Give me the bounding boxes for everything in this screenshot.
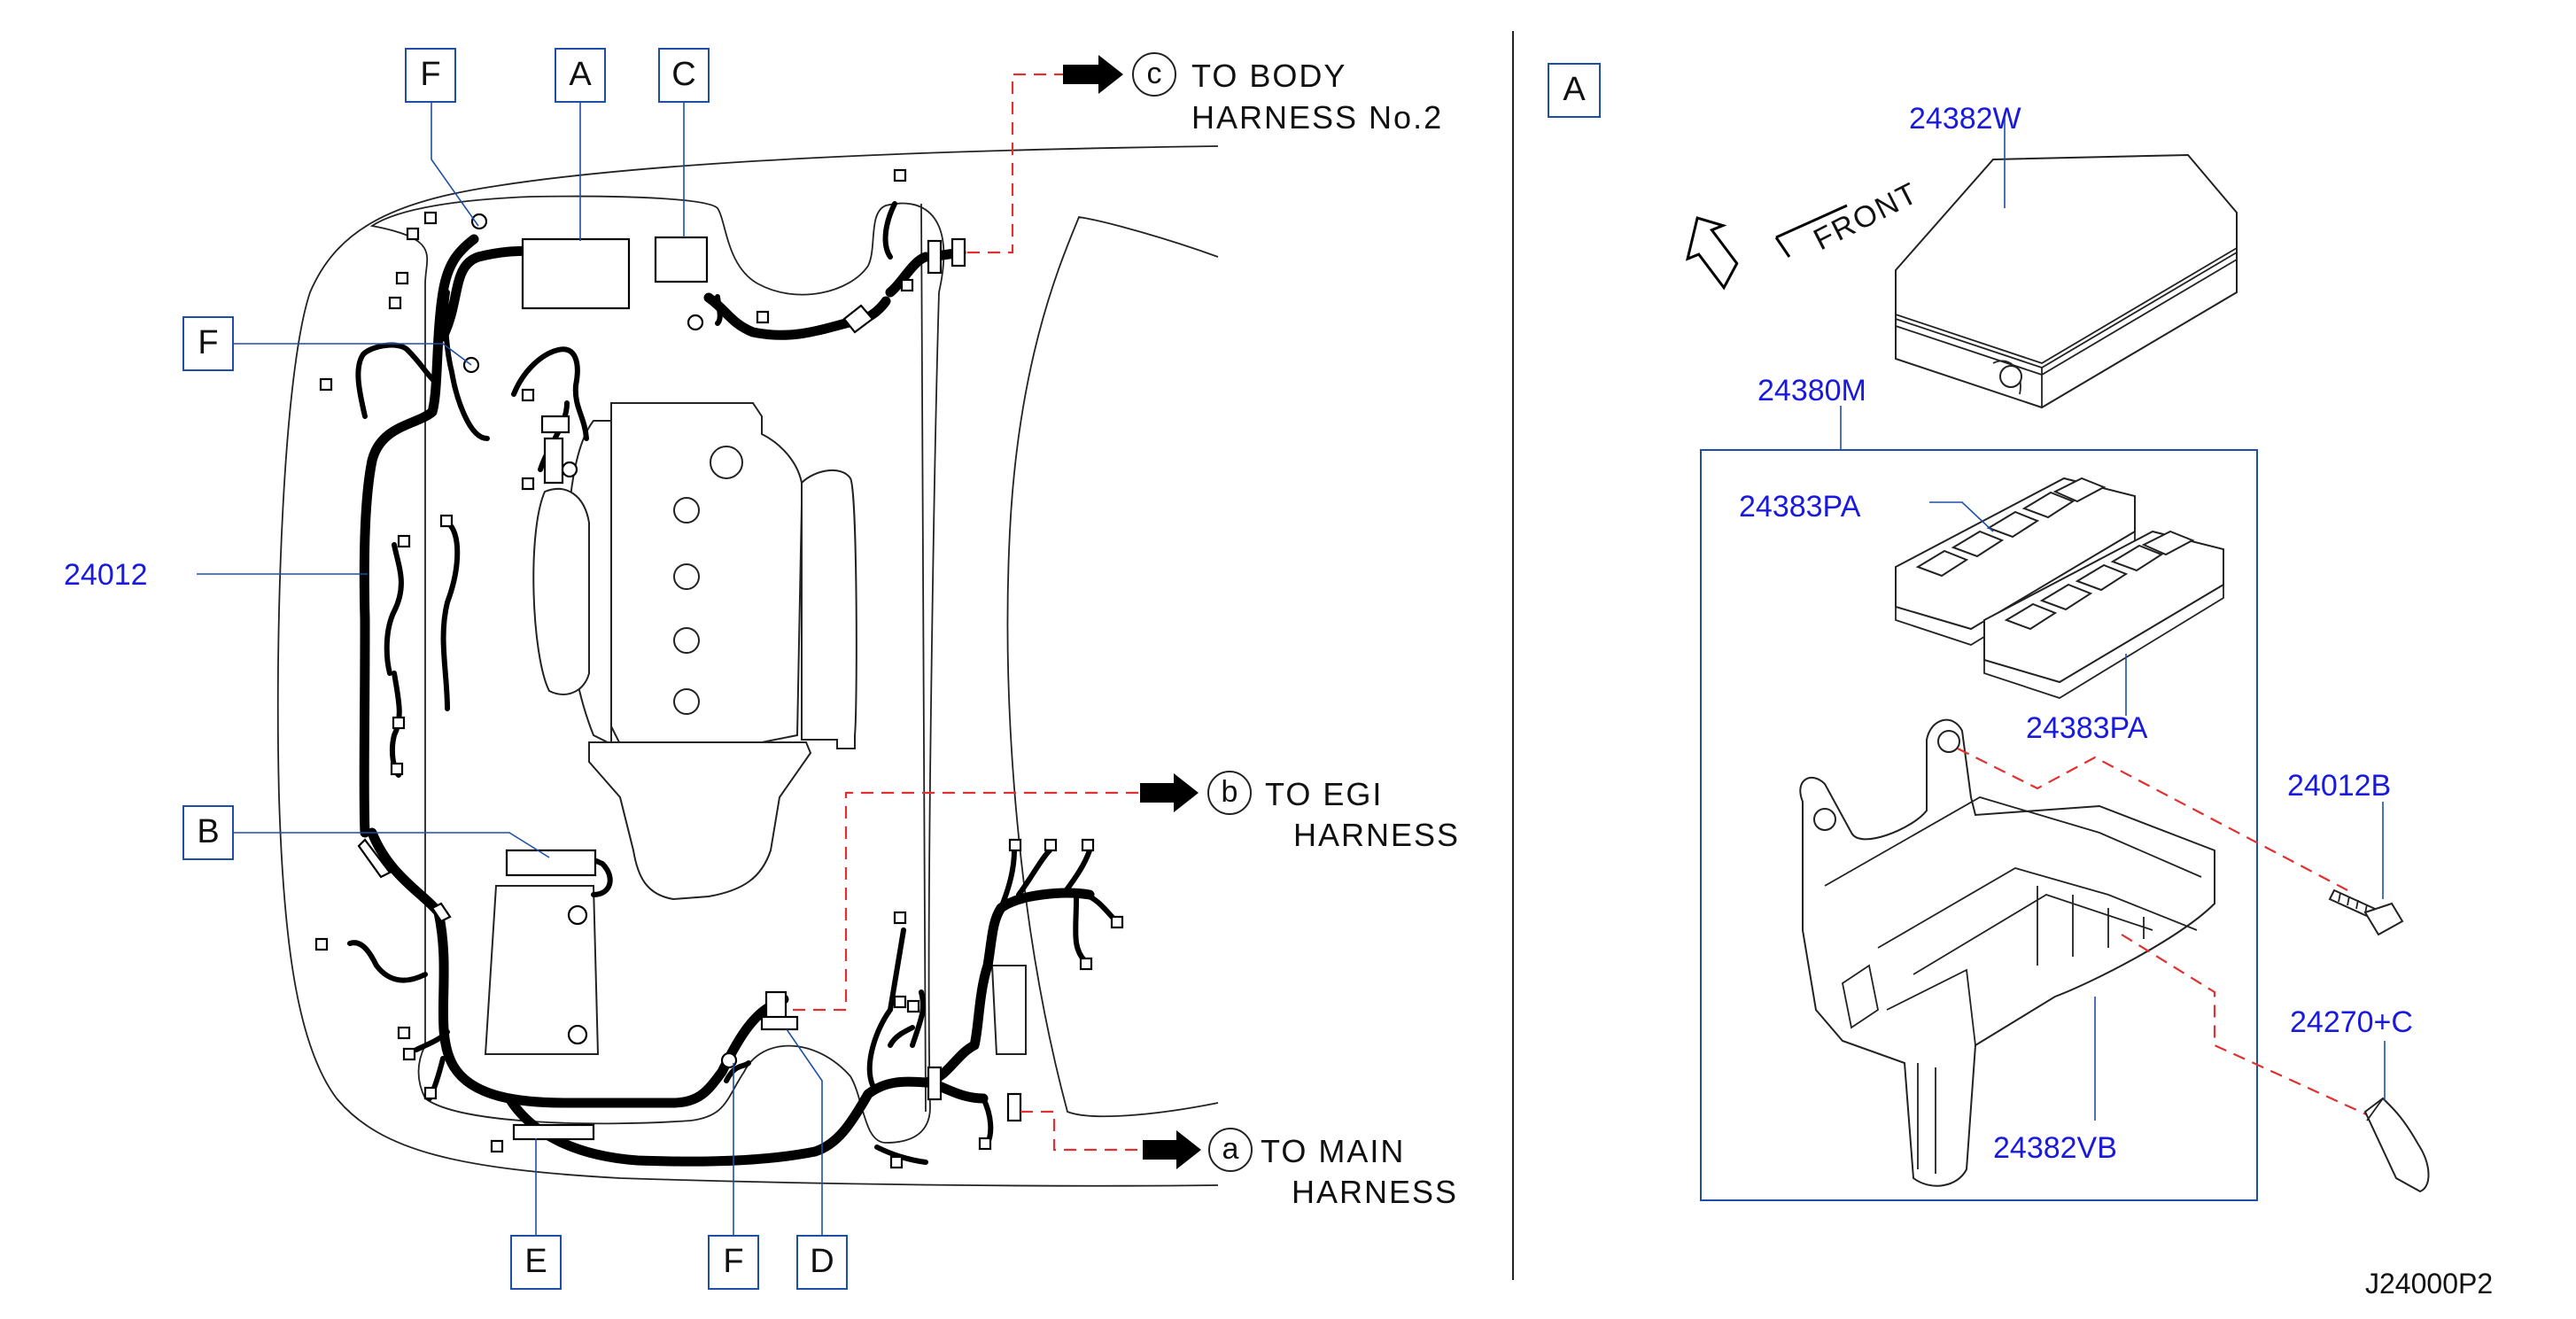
front-indicator: FRONT xyxy=(1685,176,1924,291)
marker-a: a xyxy=(1222,1132,1239,1166)
harness-branches xyxy=(347,201,1119,1165)
arrow-to-egi-harness xyxy=(1140,773,1199,812)
connection-c-line2: HARNESS No.2 xyxy=(1191,99,1443,136)
part-24270C: 24270+C xyxy=(2290,1005,2413,1039)
connection-b: b TO EGI HARNESS xyxy=(1207,771,1460,853)
part-24380M: 24380M xyxy=(1757,374,1866,407)
harness-connectors xyxy=(314,168,1124,1169)
callout-F-bottom-label: F xyxy=(723,1243,743,1280)
marker-b: b xyxy=(1222,775,1238,809)
connection-a-line1: TO MAIN xyxy=(1261,1133,1405,1169)
callout-D-label: D xyxy=(810,1243,834,1280)
marker-circle-a xyxy=(1208,1128,1253,1172)
marker-circle-c xyxy=(1132,52,1176,97)
connection-a: a TO MAIN HARNESS xyxy=(1208,1128,1458,1210)
connection-b-line2: HARNESS xyxy=(1293,817,1460,853)
connection-arrows xyxy=(1063,55,1201,1169)
clip-24270C xyxy=(2363,1097,2430,1193)
connection-c: c TO BODY HARNESS No.2 xyxy=(1132,52,1443,136)
callout-C-label: C xyxy=(671,56,695,93)
part-24383PA-upper: 24383PA xyxy=(1739,490,1861,524)
part-24012B: 24012B xyxy=(2287,769,2391,803)
connection-a-line2: HARNESS xyxy=(1292,1174,1458,1210)
connection-b-line1: TO EGI xyxy=(1265,776,1383,812)
arrow-to-body-harness xyxy=(1063,55,1123,94)
callout-A-label: A xyxy=(569,56,592,93)
fuse-box-cover xyxy=(1895,153,2238,409)
harness-main xyxy=(359,234,1095,1167)
fuse-holder-lower xyxy=(1983,530,2224,699)
part-24382W: 24382W xyxy=(1909,102,2021,136)
callout-C: C xyxy=(658,48,710,103)
detail-A-label-box: A xyxy=(1548,63,1601,118)
callout-F-top: F xyxy=(405,48,456,103)
connection-lines xyxy=(793,73,1143,1152)
engine-bay-outline xyxy=(276,145,1219,1187)
callout-B-label: B xyxy=(197,813,219,850)
part-24382VB: 24382VB xyxy=(1993,1131,2117,1165)
marker-c: c xyxy=(1147,57,1162,90)
detail-A-label: A xyxy=(1563,71,1586,108)
callout-E: E xyxy=(510,1235,562,1290)
callout-F-bottom: F xyxy=(708,1235,759,1290)
engine-block xyxy=(484,402,1027,1055)
callout-F-mid-label: F xyxy=(198,324,218,361)
connection-c-line1: TO BODY xyxy=(1191,58,1346,94)
drawing-id: J24000P2 xyxy=(2365,1268,2493,1300)
callout-leaders xyxy=(197,102,823,1236)
callout-E-label: E xyxy=(524,1243,547,1280)
assembly-frame xyxy=(1700,449,2258,1201)
callout-D: D xyxy=(796,1235,848,1290)
arrow-to-main-harness xyxy=(1143,1130,1201,1169)
bolt-24012B xyxy=(2328,888,2404,936)
marker-circle-b xyxy=(1207,771,1252,815)
part-24383PA-lower: 24383PA xyxy=(2026,711,2148,745)
part-24012: 24012 xyxy=(64,558,148,592)
callout-F-mid: F xyxy=(182,316,234,371)
fuse-box-body xyxy=(1799,718,2215,1187)
callout-F-top-label: F xyxy=(420,56,440,93)
callout-A: A xyxy=(555,48,606,103)
callout-B: B xyxy=(182,805,234,860)
fuse-holder-upper xyxy=(1895,477,2136,646)
